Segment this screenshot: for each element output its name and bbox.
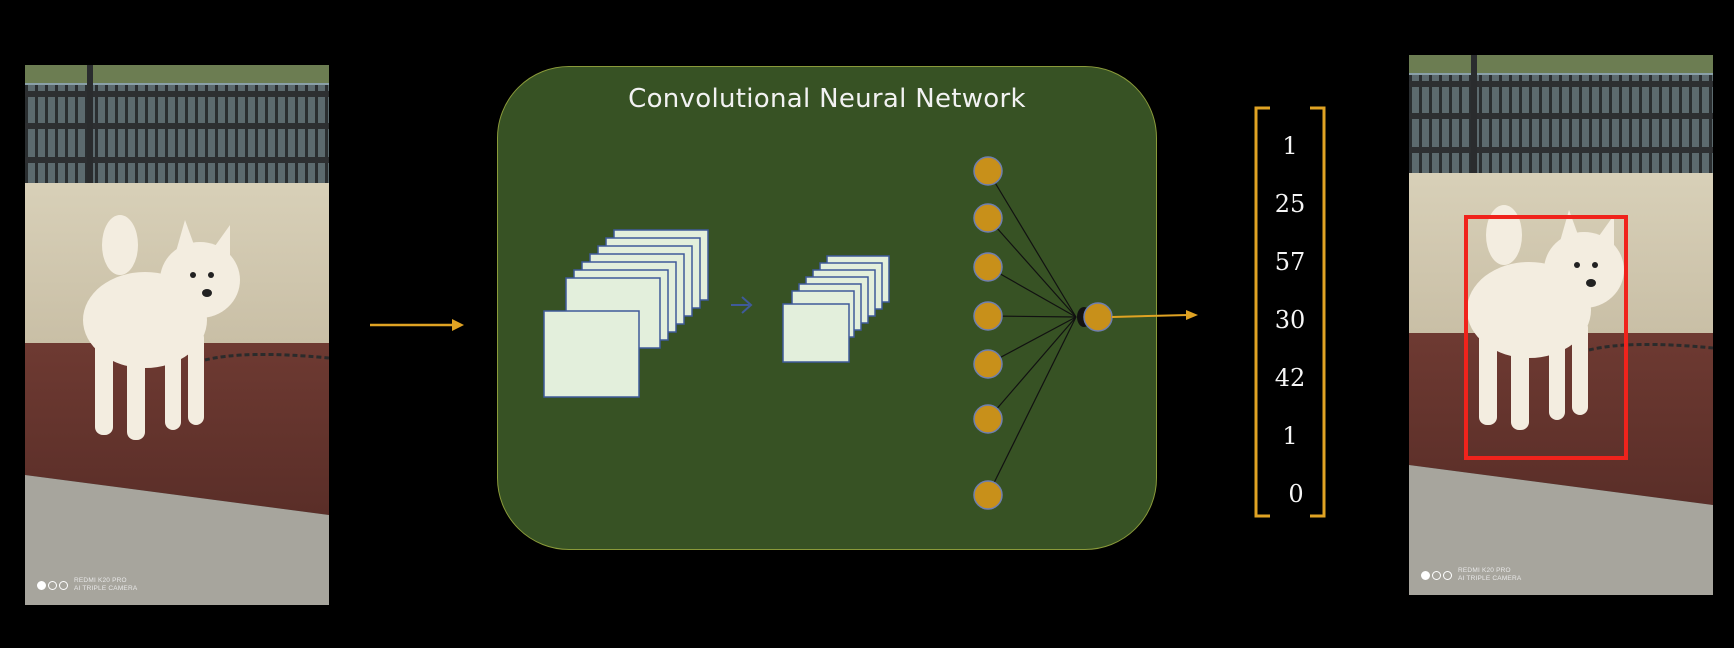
output-vector: 1 25 57 30 42 1 0: [1250, 106, 1330, 520]
camera-watermark: REDMI K20 PRO AI TRIPLE CAMERA: [1421, 567, 1521, 583]
neuron: [973, 349, 1003, 379]
vector-value: 30: [1274, 306, 1306, 334]
cnn-panel: Convolutional Neural Network: [497, 66, 1157, 550]
neuron: [973, 404, 1003, 434]
neuron-layer: [973, 156, 1003, 510]
vector-value: 0: [1288, 480, 1304, 508]
watermark-line-2: AI TRIPLE CAMERA: [74, 585, 138, 592]
bounding-box: [1464, 215, 1628, 460]
feature-map-stack-small: [782, 255, 890, 363]
neuron: [973, 480, 1003, 510]
vector-value: 57: [1274, 248, 1306, 276]
neuron: [973, 156, 1003, 186]
watermark-line-2: AI TRIPLE CAMERA: [1458, 575, 1522, 582]
camera-dots-icon: [37, 580, 68, 590]
output-neuron: [1083, 302, 1113, 332]
input-image: REDMI K20 PRO AI TRIPLE CAMERA: [25, 65, 329, 605]
vector-value: 1: [1282, 422, 1298, 450]
vector-value: 1: [1282, 132, 1298, 160]
panel-title: Convolutional Neural Network: [628, 84, 1026, 114]
watermark-line-1: REDMI K20 PRO: [74, 577, 127, 584]
vector-value: 25: [1274, 190, 1306, 218]
vector-value: 42: [1274, 364, 1306, 392]
arrow-right-icon: [1112, 310, 1198, 320]
neuron: [973, 252, 1003, 282]
output-image: REDMI K20 PRO AI TRIPLE CAMERA: [1409, 55, 1713, 595]
neuron-connections: [987, 170, 1077, 496]
neuron: [973, 301, 1003, 331]
arrow-right-icon: [731, 296, 753, 314]
dog-photo: [25, 65, 329, 605]
arrow-right-icon: [370, 319, 464, 331]
feature-map-stack-large: [543, 229, 709, 398]
cnn-diagram: [543, 156, 1113, 510]
watermark-line-1: REDMI K20 PRO: [1458, 567, 1511, 574]
neuron: [973, 203, 1003, 233]
vector-brackets: [1254, 106, 1326, 518]
dog-photo: [1409, 55, 1713, 595]
camera-watermark: REDMI K20 PRO AI TRIPLE CAMERA: [37, 577, 137, 593]
camera-dots-icon: [1421, 570, 1452, 580]
